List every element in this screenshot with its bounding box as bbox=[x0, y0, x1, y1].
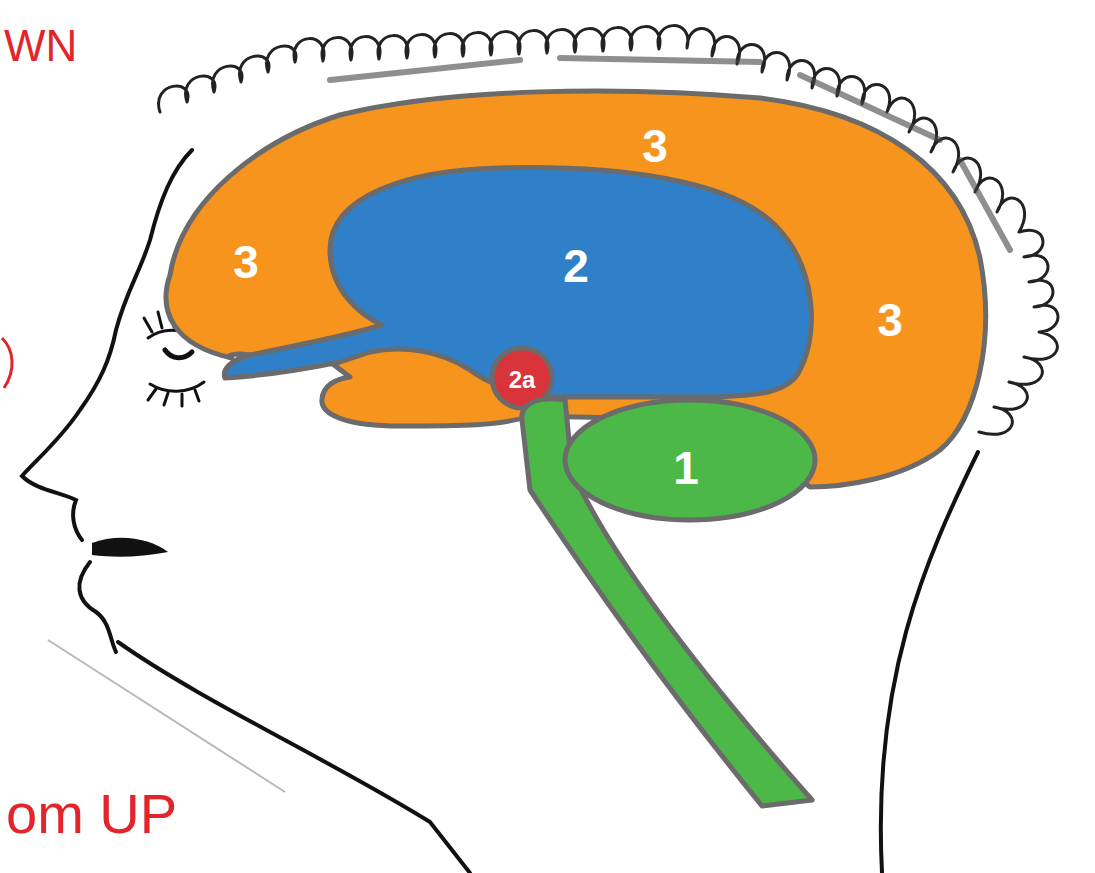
mouth bbox=[92, 538, 168, 557]
region-shape bbox=[166, 91, 986, 487]
region-number: 3 bbox=[877, 297, 903, 343]
pen-mark bbox=[2, 338, 12, 388]
brainstem-cerebellum: 1 bbox=[515, 395, 820, 810]
region-number: 2a bbox=[509, 368, 536, 392]
chin bbox=[79, 562, 116, 652]
region-number: 2 bbox=[563, 243, 589, 289]
paper-edge bbox=[48, 640, 285, 792]
region-number: 3 bbox=[233, 239, 259, 285]
face-profile bbox=[22, 150, 192, 540]
region-outline bbox=[515, 395, 820, 810]
handwritten-label: om UP bbox=[6, 786, 177, 842]
handwritten-label: WN bbox=[4, 24, 77, 68]
region-number: 3 bbox=[642, 123, 668, 169]
region-number: 1 bbox=[673, 445, 699, 491]
back-of-neck bbox=[881, 452, 978, 873]
region-shape bbox=[565, 400, 815, 520]
